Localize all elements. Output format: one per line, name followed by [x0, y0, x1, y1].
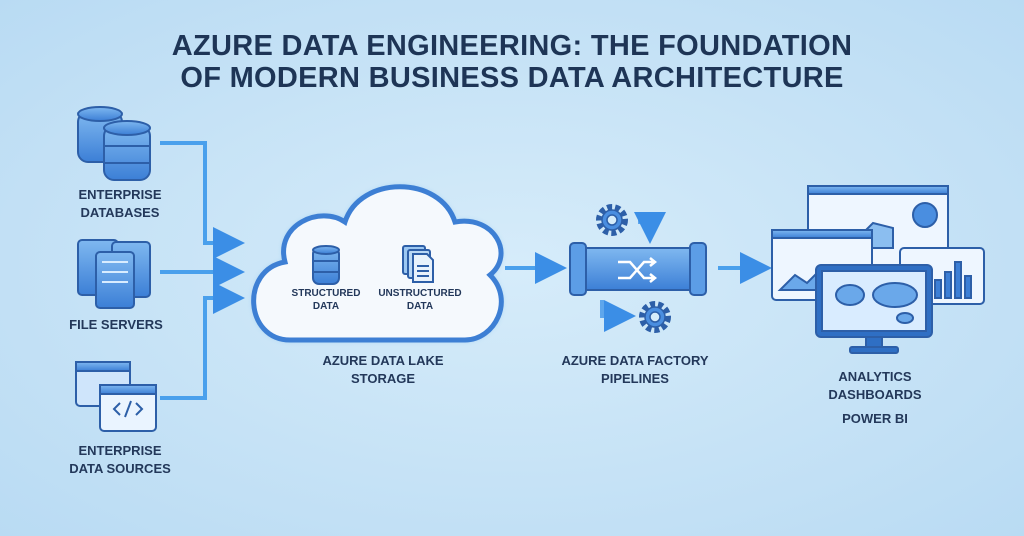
label-enterprise-data-sources: ENTERPRISE DATA SOURCES	[20, 442, 220, 478]
dashboards-icon	[771, 185, 985, 354]
label-line: STRUCTURED	[291, 288, 361, 299]
label-line: STORAGE	[350, 371, 416, 386]
label-data-factory: AZURE DATA FACTORY PIPELINES	[535, 352, 735, 388]
label-line: POWER BI	[842, 411, 908, 426]
server-icon	[77, 239, 151, 309]
arrow-databases	[160, 141, 245, 259]
label-line: UNSTRUCTURED	[378, 288, 462, 299]
label-line: DATA	[312, 301, 340, 312]
label-line: PIPELINES	[601, 371, 669, 386]
pipeline-icon	[569, 242, 707, 296]
title-line-1: AZURE DATA ENGINEERING: THE FOUNDATION	[171, 30, 853, 62]
label-line: AZURE DATA LAKE	[322, 353, 444, 368]
label-line: AZURE DATA FACTORY	[561, 353, 709, 368]
gear-icon-bottom	[639, 301, 671, 333]
unstructured-data-icon	[402, 245, 434, 283]
label-line: DATA SOURCES	[69, 461, 171, 476]
label-structured-data: STRUCTURED DATA	[226, 287, 426, 313]
label-data-lake-storage: AZURE DATA LAKE STORAGE	[283, 352, 483, 388]
label-unstructured-data: UNSTRUCTURED DATA	[320, 287, 520, 313]
arrow-data-sources	[160, 282, 245, 400]
source-arrows	[160, 141, 772, 400]
label-enterprise-databases: ENTERPRISE DATABASES	[20, 186, 220, 222]
structured-data-icon	[312, 245, 340, 285]
label-line: ENTERPRISE	[78, 187, 162, 202]
title-line-2: OF MODERN BUSINESS DATA ARCHITECTURE	[180, 62, 844, 94]
code-window-icon	[75, 361, 157, 432]
label-line: ENTERPRISE	[78, 443, 162, 458]
gear-icon-top	[596, 204, 628, 236]
label-line: DASHBOARDS	[828, 387, 922, 402]
label-line: DATA	[406, 301, 434, 312]
database-icon	[77, 106, 151, 181]
label-analytics: ANALYTICS DASHBOARDS POWER BI	[775, 368, 975, 428]
label-line: DATABASES	[80, 205, 160, 220]
label-file-servers: FILE SERVERS	[69, 317, 163, 332]
shuffle-icon	[618, 257, 658, 283]
label-line: ANALYTICS	[838, 369, 912, 384]
data-lake-cloud	[251, 184, 504, 343]
